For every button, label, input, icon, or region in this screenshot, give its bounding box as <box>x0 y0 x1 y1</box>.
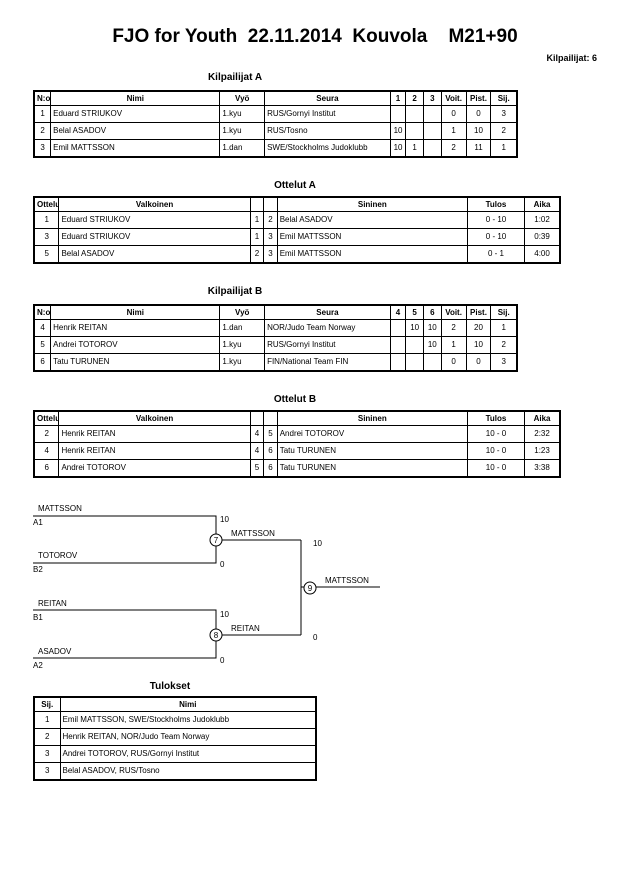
match-marker <box>303 581 317 595</box>
competitor-name: MATTSSON <box>38 504 82 513</box>
score: 0 <box>220 560 225 569</box>
results-title: Tulokset <box>149 681 191 692</box>
cell: RUS/Tosno <box>264 122 391 140</box>
cell: 1 <box>33 711 61 729</box>
score: 0 <box>313 633 318 642</box>
cell: Tatu TURUNEN <box>50 353 221 372</box>
table-row: 6 Andrei TOTOROV 5 6 Tatu TURUNEN 10 - 0… <box>33 459 561 478</box>
results-table: Sij. Nimi 1 Emil MATTSSON, SWE/Stockholm… <box>33 696 317 781</box>
cell: FIN/National Team FIN <box>264 353 391 372</box>
cell: 3 <box>33 762 61 781</box>
pool-b-table: N:o Nimi Vyö Seura 4 5 6 Voit. Pist. Sij… <box>33 304 518 372</box>
table-row: 1 Emil MATTSSON, SWE/Stockholms Judoklub… <box>33 711 317 729</box>
cell: Andrei TOTOROV, RUS/Gornyi Institut <box>59 745 317 763</box>
cell: Henrik REITAN <box>58 442 251 460</box>
pool-a-table: N:o Nimi Vyö Seura 1 2 3 Voit. Pist. Sij… <box>33 90 518 158</box>
table-row: 5 Andrei TOTOROV 1.kyu RUS/Gornyi Instit… <box>33 336 518 354</box>
cell: 2 <box>33 728 61 746</box>
cell: Emil MATTSSON, SWE/Stockholms Judoklubb <box>59 711 317 729</box>
match-number: 7 <box>214 536 219 545</box>
competitors-count: Kilpailijat: 6 <box>546 53 597 63</box>
cell: Eduard STRIUKOV <box>58 228 251 246</box>
column-header: Sij. <box>33 696 61 712</box>
cell: 2 <box>249 245 265 264</box>
table-row: 2 Belal ASADOV 1.kyu RUS/Tosno 10 1 10 2 <box>33 122 518 140</box>
table-row: 6 Tatu TURUNEN 1.kyu FIN/National Team F… <box>33 353 518 372</box>
seed-label: A2 <box>33 661 43 670</box>
cell: 3:38 <box>524 459 561 478</box>
cell: 4:00 <box>524 245 561 264</box>
matches-b-title: Ottelut B <box>273 394 317 405</box>
score: 10 <box>220 610 229 619</box>
winner-name: REITAN <box>231 624 260 633</box>
table-row: 3 Emil MATTSSON 1.dan SWE/Stockholms Jud… <box>33 139 518 158</box>
competitor-name: ASADOV <box>38 647 72 656</box>
table-row: 3 Belal ASADOV, RUS/Tosno <box>33 762 317 781</box>
cell: RUS/Gornyi Institut <box>264 336 391 354</box>
match-number: 9 <box>308 584 313 593</box>
matches-a-table: Ottelu Valkoinen Sininen Tulos Aika 1 Ed… <box>33 196 561 264</box>
cell: 0 <box>465 353 492 372</box>
table-row: 5 Belal ASADOV 2 3 Emil MATTSSON 0 - 1 4… <box>33 245 561 264</box>
table-row: 2 Henrik REITAN 4 5 Andrei TOTOROV 10 - … <box>33 425 561 443</box>
cell: 1 <box>440 122 467 140</box>
cell: 2 <box>490 336 518 354</box>
matches-a-title: Ottelut A <box>274 180 316 191</box>
matches-b-table: Ottelu Valkoinen Sininen Tulos Aika 2 He… <box>33 410 561 478</box>
cell: Belal ASADOV <box>58 245 251 264</box>
pool-b-title: Kilpailijat B <box>207 286 263 297</box>
table-row: 1 Eduard STRIUKOV 1 2 Belal ASADOV 0 - 1… <box>33 211 561 229</box>
table-header: Sij. Nimi <box>33 696 317 712</box>
match-marker <box>209 628 223 642</box>
cell: 3 <box>33 745 61 763</box>
cell: 1 <box>249 228 265 246</box>
table-row: 2 Henrik REITAN, NOR/Judo Team Norway <box>33 728 317 746</box>
cell: 4 <box>33 442 60 460</box>
pool-a-title: Kilpailijat A <box>207 72 263 83</box>
seed-label: B1 <box>33 613 43 622</box>
seed-label: A1 <box>33 518 43 527</box>
column-header: Nimi <box>59 696 317 712</box>
cell: 3 <box>490 353 518 372</box>
cell: 5 <box>249 459 265 478</box>
table-header: N:o Nimi Vyö Seura 4 5 6 Voit. Pist. Sij… <box>33 304 518 320</box>
cell: Belal ASADOV, RUS/Tosno <box>59 762 317 781</box>
table-row: 4 Henrik REITAN 4 6 Tatu TURUNEN 10 - 0 … <box>33 442 561 460</box>
cell: 10 <box>465 336 492 354</box>
cell: Andrei TOTOROV <box>58 459 251 478</box>
table-row: 3 Andrei TOTOROV, RUS/Gornyi Institut <box>33 745 317 763</box>
table-row: 4 Henrik REITAN 1.dan NOR/Judo Team Norw… <box>33 319 518 337</box>
match-marker <box>209 533 223 547</box>
cell: Henrik REITAN, NOR/Judo Team Norway <box>59 728 317 746</box>
score: 10 <box>313 539 322 548</box>
cell: 1:23 <box>524 442 561 460</box>
cell: 0:39 <box>524 228 561 246</box>
match-number: 8 <box>214 631 219 640</box>
competitor-name: REITAN <box>38 599 67 608</box>
table-header: Ottelu Valkoinen Sininen Tulos Aika <box>33 410 561 426</box>
page-title: FJO for Youth 22.11.2014 Kouvola M21+90 <box>112 26 518 47</box>
cell: Emil MATTSSON <box>50 139 221 158</box>
cell: 1 <box>440 336 467 354</box>
score: 10 <box>220 515 229 524</box>
final-winner-name: MATTSSON <box>325 576 369 585</box>
cell: 1.kyu <box>219 353 266 372</box>
competitor-name: TOTOROV <box>38 551 78 560</box>
score: 0 <box>220 656 225 665</box>
table-header: Ottelu Valkoinen Sininen Tulos Aika <box>33 196 561 212</box>
winner-name: MATTSSON <box>231 529 275 538</box>
cell: 2 <box>490 122 518 140</box>
cell: SWE/Stockholms Judoklubb <box>264 139 391 158</box>
cell: 4 <box>249 442 265 460</box>
seed-label: B2 <box>33 565 43 574</box>
cell: 1 <box>490 139 518 158</box>
table-row: 3 Eduard STRIUKOV 1 3 Emil MATTSSON 0 - … <box>33 228 561 246</box>
cell: Belal ASADOV <box>50 122 221 140</box>
cell: Andrei TOTOROV <box>50 336 221 354</box>
